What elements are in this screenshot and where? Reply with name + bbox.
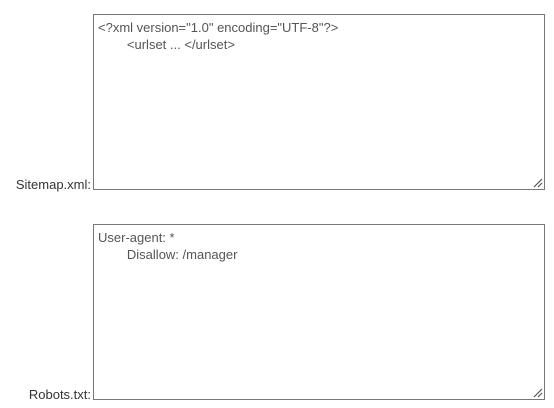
resize-grip-icon[interactable] (531, 386, 543, 398)
resize-grip-icon[interactable] (531, 176, 543, 188)
robots-txt-label: Robots.txt: (28, 387, 91, 402)
robots-txt-textarea[interactable]: User-agent: * Disallow: /manager (94, 225, 544, 399)
sitemap-xml-label: Sitemap.xml: (15, 177, 91, 192)
sitemap-xml-field-container: <?xml version="1.0" encoding="UTF-8"?> <… (93, 14, 545, 190)
sitemap-xml-textarea[interactable]: <?xml version="1.0" encoding="UTF-8"?> <… (94, 15, 544, 189)
robots-txt-field-container: User-agent: * Disallow: /manager (93, 224, 545, 400)
